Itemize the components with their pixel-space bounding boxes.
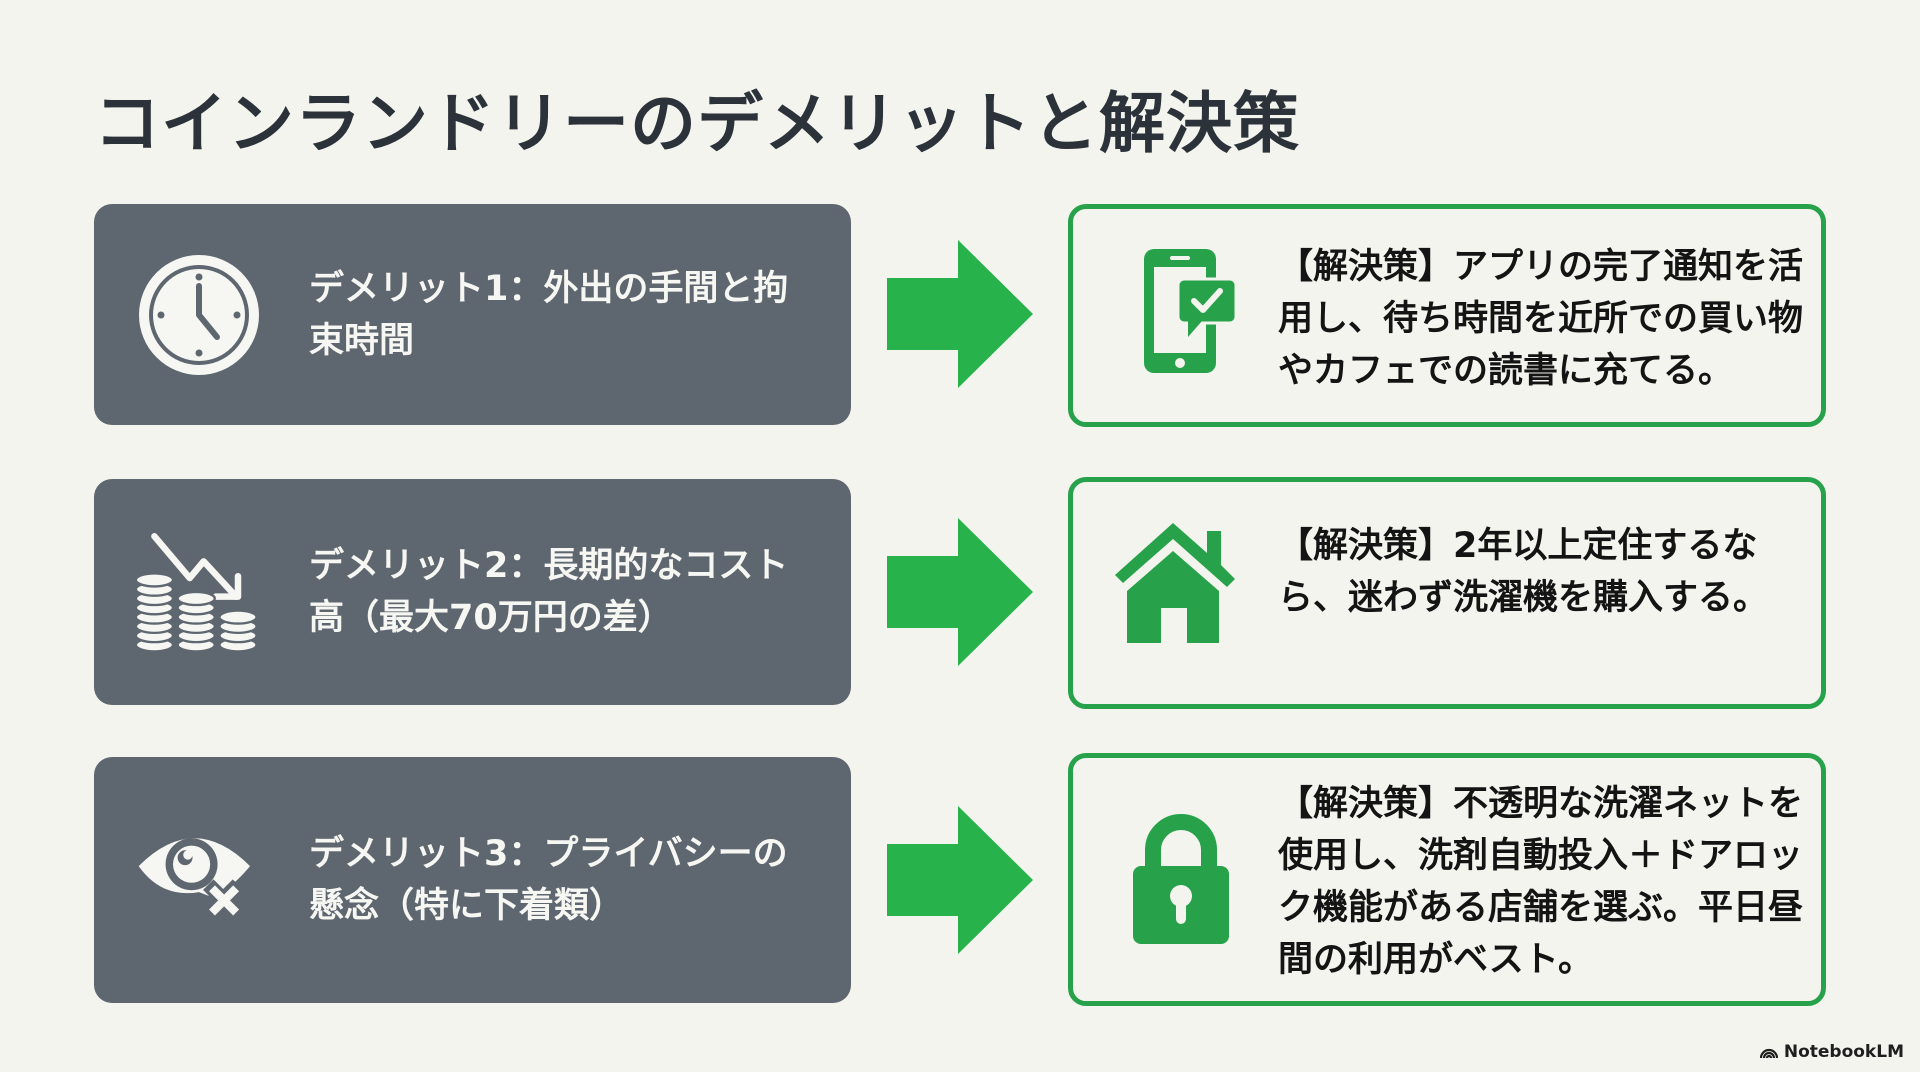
notebooklm-branding: NotebookLM <box>1759 1042 1904 1062</box>
solution-text: 【解決策】2年以上定住するなら、迷わず洗濯機を購入する。 <box>1278 526 1769 618</box>
solution-card-2: 【解決策】2年以上定住するなら、迷わず洗濯機を購入する。 <box>1068 477 1826 709</box>
page-title: コインランドリーのデメリットと解決策 <box>94 85 1300 162</box>
problem-card-3: デメリット3：プライバシーの懸念（特に下着類） <box>94 757 851 1003</box>
arrow-right-icon <box>887 806 1033 954</box>
coins-decline-icon <box>134 527 264 657</box>
arrow-right-icon <box>887 240 1033 388</box>
padlock-icon <box>1111 808 1251 948</box>
arrow-right-icon <box>887 518 1033 666</box>
problem-card-2: デメリット2：長期的なコスト高（最大70万円の差） <box>94 479 851 705</box>
solution-text: 【解決策】アプリの完了通知を活用し、待ち時間を近所での買い物やカフェでの読書に充… <box>1278 247 1804 391</box>
problem-text: デメリット3：プライバシーの懸念（特に下着類） <box>309 834 788 926</box>
solution-card-3: 【解決策】不透明な洗濯ネットを使用し、洗剤自動投入＋ドアロック機能がある店舗を選… <box>1068 753 1826 1006</box>
problem-text: デメリット2：長期的なコスト高（最大70万円の差） <box>309 546 789 638</box>
solution-card-1: 【解決策】アプリの完了通知を活用し、待ち時間を近所での買い物やカフェでの読書に充… <box>1068 204 1826 427</box>
clock-icon <box>134 250 264 380</box>
house-icon <box>1103 518 1243 658</box>
eye-blocked-icon <box>134 815 264 945</box>
brand-label: NotebookLM <box>1783 1042 1904 1062</box>
problem-card-1: デメリット1：外出の手間と拘束時間 <box>94 204 851 425</box>
smartphone-check-notification-icon <box>1111 241 1251 381</box>
solution-text: 【解決策】不透明な洗濯ネットを使用し、洗剤自動投入＋ドアロック機能がある店舗を選… <box>1278 784 1804 980</box>
problem-text: デメリット1：外出の手間と拘束時間 <box>309 268 789 361</box>
notebooklm-logo-icon <box>1759 1048 1778 1059</box>
